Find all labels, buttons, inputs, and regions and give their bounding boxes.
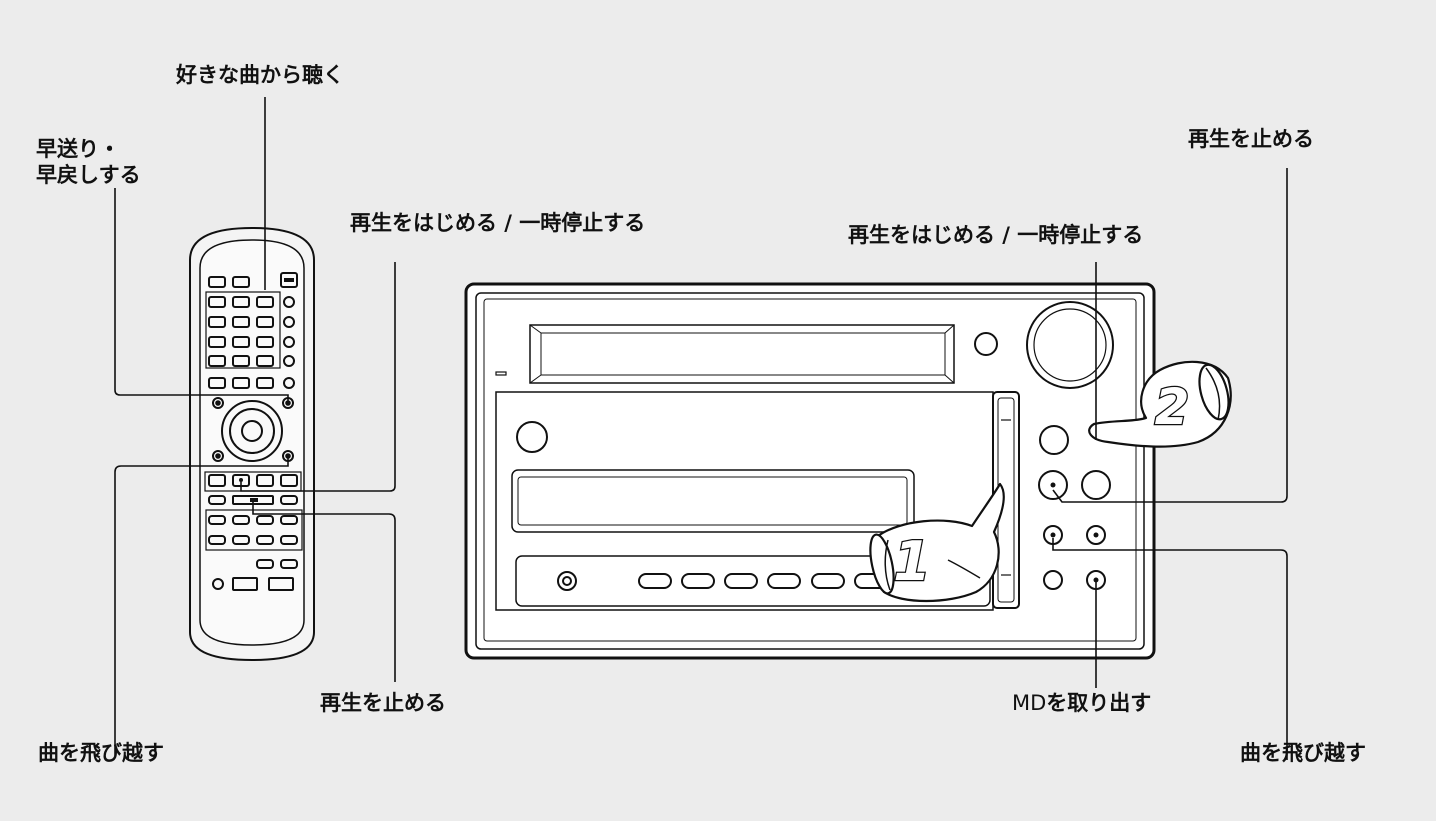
step-number-1: 1 bbox=[893, 530, 931, 593]
label-remote-play-pause: 再生をはじめる / 一時停止する bbox=[350, 211, 646, 235]
label-eject-md-suffix: を取り出す bbox=[1046, 691, 1152, 715]
leader-lines bbox=[114, 97, 1288, 760]
remote-control bbox=[189, 226, 315, 662]
step-number-2: 2 bbox=[1155, 378, 1190, 436]
label-fast-forward-line1: 早送り・ bbox=[36, 137, 120, 161]
hand-pointer-icon-step2 bbox=[1088, 360, 1232, 448]
label-eject-md-prefix: MD bbox=[1012, 691, 1047, 715]
label-remote-stop: 再生を止める bbox=[320, 691, 446, 715]
label-unit-stop: 再生を止める bbox=[1188, 127, 1314, 151]
label-remote-skip: 曲を飛び越す bbox=[38, 741, 164, 765]
label-unit-play-pause: 再生をはじめる / 一時停止する bbox=[848, 223, 1144, 247]
label-unit-skip: 曲を飛び越す bbox=[1240, 741, 1366, 765]
label-unit-eject-md: MDを取り出す bbox=[1012, 690, 1151, 716]
hand-pointer-icon-step1 bbox=[869, 482, 1005, 603]
md-player-unit bbox=[464, 282, 1156, 660]
label-fast-rewind-line2: 早戻しする bbox=[36, 163, 141, 187]
label-listen-from-track: 好きな曲から聴く bbox=[176, 63, 344, 87]
